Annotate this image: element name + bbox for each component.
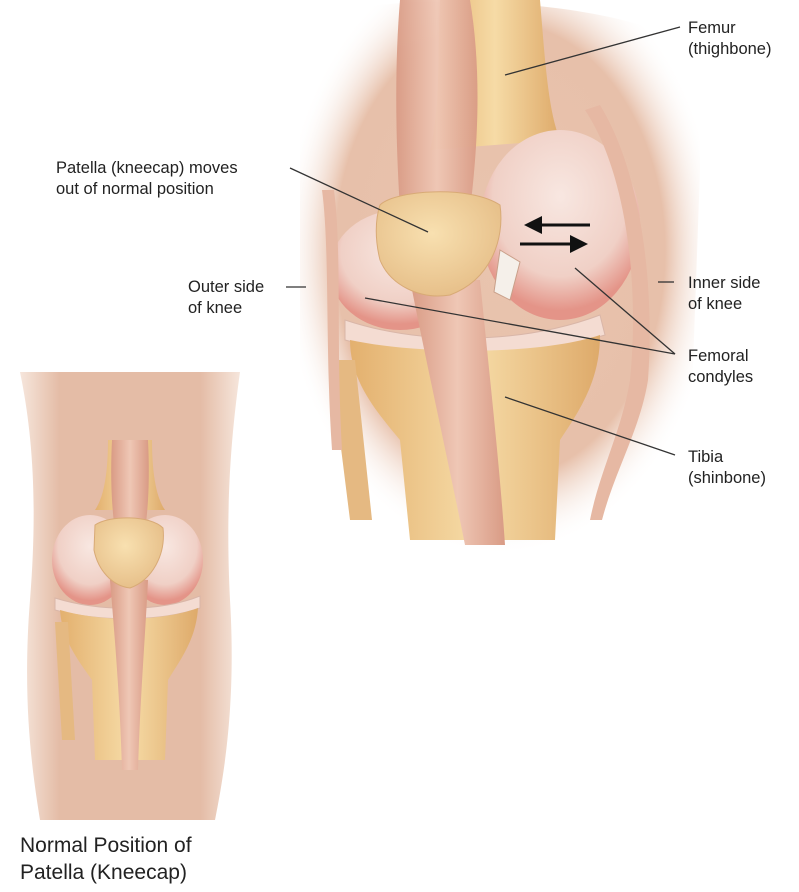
- label-femoral-condyles: Femoral condyles: [688, 346, 753, 388]
- label-outer-side-line1: Outer side: [188, 277, 264, 298]
- label-inner-side: Inner side of knee: [688, 273, 760, 315]
- normal-knee-figure: [20, 372, 240, 820]
- small-quad-tendon: [111, 440, 149, 530]
- label-patella-moves-line2: out of normal position: [56, 179, 238, 200]
- label-outer-side: Outer side of knee: [188, 277, 264, 319]
- label-femoral-condyles-line2: condyles: [688, 367, 753, 388]
- figure-caption: Normal Position of Patella (Kneecap): [20, 832, 192, 886]
- label-femur-line2: (thighbone): [688, 39, 771, 60]
- label-femur-line1: Femur: [688, 18, 771, 39]
- label-patella-moves: Patella (kneecap) moves out of normal po…: [56, 158, 238, 200]
- quadriceps-tendon: [396, 0, 477, 210]
- label-tibia-line2: (shinbone): [688, 468, 766, 489]
- figure-caption-line1: Normal Position of: [20, 832, 192, 859]
- label-femur: Femur (thighbone): [688, 18, 771, 60]
- figure-caption-line2: Patella (Kneecap): [20, 859, 192, 886]
- label-inner-side-line1: Inner side: [688, 273, 760, 294]
- dislocated-knee-figure: [300, 0, 700, 555]
- label-tibia: Tibia (shinbone): [688, 447, 766, 489]
- label-femoral-condyles-line1: Femoral: [688, 346, 753, 367]
- label-patella-moves-line1: Patella (kneecap) moves: [56, 158, 238, 179]
- label-tibia-line1: Tibia: [688, 447, 766, 468]
- label-outer-side-line2: of knee: [188, 298, 264, 319]
- label-inner-side-line2: of knee: [688, 294, 760, 315]
